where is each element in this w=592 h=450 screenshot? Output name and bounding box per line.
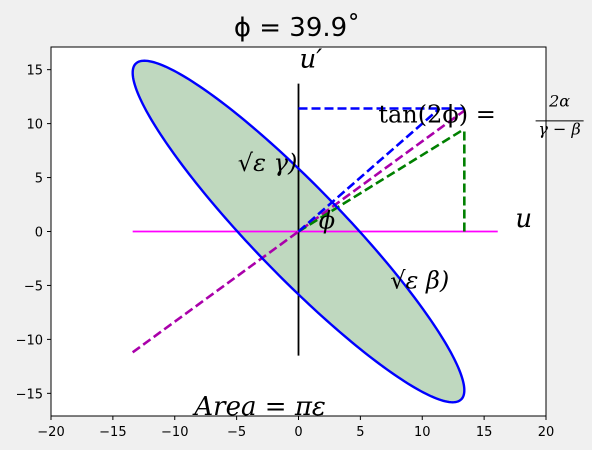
chart-layer	[131, 59, 498, 404]
x-tick-label: −20	[37, 425, 64, 440]
annotation-sqrt-beta: √ε β)	[390, 267, 449, 295]
x-tick-label: 20	[538, 425, 555, 440]
plot-content	[131, 59, 498, 404]
y-tick-label: −10	[16, 333, 43, 348]
line-to-u-max	[297, 107, 441, 233]
annotation-u-prime: u′	[300, 45, 323, 75]
ellipse-outline	[131, 59, 466, 404]
x-tick-label: −5	[227, 425, 246, 440]
annotation-phi: ϕ	[319, 206, 335, 234]
y-tick-label: 0	[35, 226, 43, 241]
x-tick-label: 10	[414, 425, 431, 440]
y-tick-label: 5	[35, 172, 43, 187]
annotation-tan-num: 2α	[548, 91, 570, 110]
line-to-u-max	[297, 127, 466, 233]
x-tick-label: 0	[294, 425, 302, 440]
ticks-layer: −20 −15 −10 −5 0 5 10 15 20 −15 −10 −5 0 5 10 15	[16, 64, 555, 440]
x-tick-label: −15	[99, 425, 126, 440]
y-tick-label: −15	[16, 387, 43, 402]
x-tick-label: −10	[161, 425, 188, 440]
annotation-layer: u′ u ϕ √ε γ) √ε β) tan(2ϕ) = 2α γ − β Area = πε	[192, 45, 584, 422]
x-tick-label: 15	[476, 425, 493, 440]
y-tick-label: −5	[24, 279, 43, 294]
y-tick-label: 15	[26, 64, 43, 79]
annotation-u: u	[515, 204, 532, 234]
line-major-axis	[131, 109, 466, 354]
annotation-tan-den: γ − β	[538, 119, 580, 138]
x-tick-label: 5	[356, 425, 364, 440]
y-tick-label: 10	[26, 118, 43, 133]
annotation-tan: tan(2ϕ) =	[378, 101, 496, 129]
annotation-sqrt-gamma: √ε γ)	[238, 149, 298, 177]
annotation-area: Area = πε	[192, 392, 325, 422]
chart-title: ϕ = 39.9˚	[234, 13, 360, 43]
